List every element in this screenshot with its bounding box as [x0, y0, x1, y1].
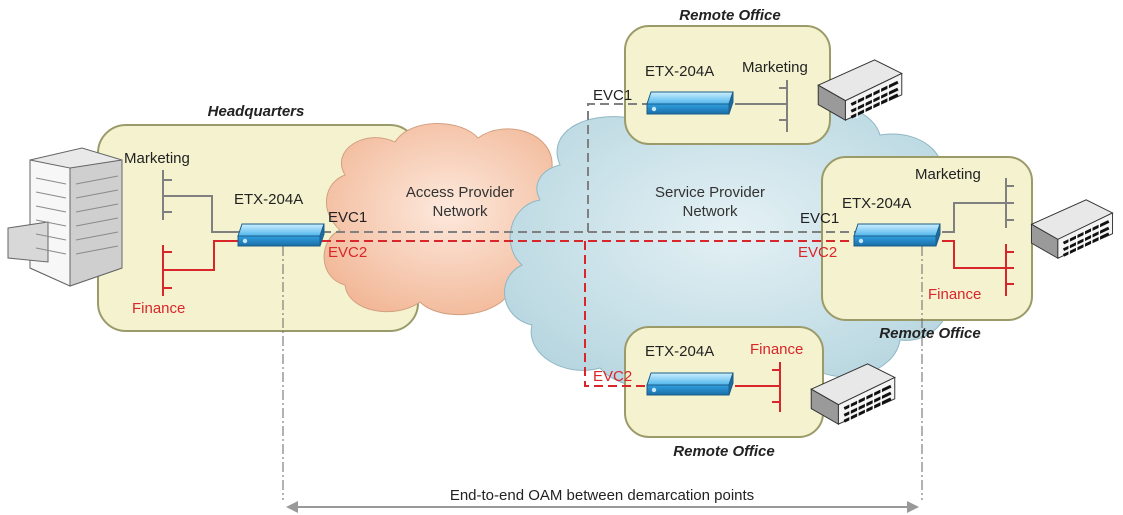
remote-right-evc1-label: EVC1	[800, 210, 839, 227]
hq-marketing-bus	[162, 170, 240, 233]
access-network-label-line2: Network	[432, 203, 488, 220]
remote-right-evc2-label: EVC2	[798, 244, 837, 261]
remote-bottom-device-label: ETX-204A	[645, 343, 714, 360]
remote-top-marketing-bus	[735, 80, 788, 132]
remote-bottom-etx-204a-device-icon	[646, 372, 734, 396]
remote-top-evc1-label: EVC1	[593, 87, 632, 104]
remote-right-device-label: ETX-204A	[842, 195, 911, 212]
headquarters-building-icon	[7, 147, 123, 287]
remote-office-bottom-title: Remote Office	[673, 443, 774, 460]
remote-right-etx-204a-device-icon	[853, 223, 941, 247]
hq-finance-bus	[162, 240, 240, 296]
oam-label: End-to-end OAM between demarcation point…	[450, 487, 754, 504]
hq-marketing-label: Marketing	[124, 150, 190, 167]
hq-device-label: ETX-204A	[234, 191, 303, 208]
service-network-label-line1: Service Provider	[655, 184, 765, 201]
remote-bottom-evc2-label: EVC2	[593, 368, 632, 385]
hq-evc2-label: EVC2	[328, 244, 367, 261]
oam-arrow	[286, 501, 919, 513]
remote-bottom-finance-bus	[735, 362, 781, 412]
remote-office-right-title: Remote Office	[879, 325, 980, 342]
remote-right-finance-label: Finance	[928, 286, 981, 303]
hq-evc1-label: EVC1	[328, 209, 367, 226]
remote-right-building-icon	[1029, 198, 1115, 260]
remote-top-device-label: ETX-204A	[645, 63, 714, 80]
service-network-label-line2: Network	[682, 203, 738, 220]
remote-top-etx-204a-device-icon	[646, 91, 734, 115]
remote-bottom-finance-label: Finance	[750, 341, 803, 358]
remote-right-finance-bus	[942, 240, 1014, 296]
evc2-path	[322, 240, 855, 387]
remote-office-top-title: Remote Office	[679, 7, 780, 24]
remote-right-marketing-label: Marketing	[915, 166, 981, 183]
remote-top-marketing-label: Marketing	[742, 59, 808, 76]
hq-etx-204a-device-icon	[237, 223, 325, 247]
headquarters-title: Headquarters	[208, 103, 305, 120]
evc1-path	[322, 103, 855, 233]
remote-right-marketing-bus	[942, 178, 1014, 233]
remote-office-top-box	[624, 25, 831, 145]
access-network-label-line1: Access Provider	[406, 184, 514, 201]
hq-finance-label: Finance	[132, 300, 185, 317]
